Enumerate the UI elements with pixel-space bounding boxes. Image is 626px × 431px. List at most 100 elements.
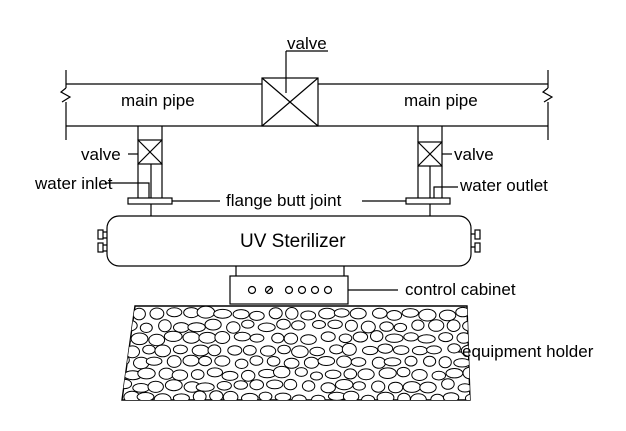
stone-pattern: [207, 344, 222, 357]
stone-pattern: [453, 358, 470, 368]
stone-pattern: [320, 331, 336, 343]
stone-pattern: [153, 393, 172, 400]
label-water-inlet: water inlet: [35, 174, 113, 193]
stone-pattern: [195, 382, 215, 392]
stone-pattern: [396, 366, 411, 378]
stone-pattern: [171, 369, 189, 381]
stone-pattern: [190, 369, 205, 380]
stone-pattern: [164, 379, 183, 392]
stone-pattern: [122, 319, 138, 332]
stone-pattern: [361, 394, 376, 400]
stone-pattern: [241, 369, 256, 382]
stone-pattern: [300, 334, 317, 345]
stone-pattern: [249, 310, 265, 321]
stone-pattern: [273, 365, 291, 379]
stone-pattern: [132, 307, 146, 321]
stone-pattern: [343, 368, 358, 380]
stone-pattern: [233, 380, 249, 390]
stone-pattern: [192, 390, 207, 400]
stone-pattern: [336, 355, 353, 368]
equipment-holder: [121, 305, 471, 401]
stone-pattern: [410, 393, 427, 400]
stone-pattern: [438, 309, 457, 322]
stone-pattern: [419, 381, 437, 394]
stone-pattern: [397, 392, 411, 400]
stone-pattern: [327, 391, 346, 400]
stone-pattern: [268, 307, 283, 320]
stone-pattern: [411, 369, 428, 381]
stone-pattern: [370, 330, 384, 343]
stone-pattern: [214, 355, 231, 367]
stone-pattern: [383, 357, 402, 367]
stone-pattern: [182, 354, 200, 367]
stone-pattern: [338, 333, 353, 344]
stone-pattern: [147, 380, 164, 393]
stone-pattern: [349, 307, 367, 320]
stone-pattern: [376, 391, 395, 400]
stone-pattern: [172, 393, 190, 400]
stone-pattern: [388, 381, 404, 394]
stone-pattern: [377, 343, 394, 354]
stone-pattern: [320, 382, 336, 394]
stone-pattern: [249, 355, 264, 366]
label-water-outlet: water outlet: [460, 176, 548, 195]
left-vertical-pipe: [128, 126, 163, 218]
stone-pattern: [462, 320, 470, 332]
stone-pattern: [158, 367, 175, 380]
stone-pattern: [447, 343, 461, 354]
stone-pattern: [438, 332, 454, 343]
uv-sterilizer-body: [97, 215, 481, 267]
stone-pattern: [260, 345, 277, 357]
stone-pattern: [283, 332, 299, 345]
right-flange: [362, 197, 451, 205]
stone-pattern: [122, 334, 132, 346]
stone-pattern: [401, 308, 419, 318]
stone-pattern: [342, 390, 360, 400]
label-equipment-holder: equipment holder: [462, 342, 594, 361]
stone-pattern: [221, 370, 239, 381]
stone-pattern: [249, 379, 265, 391]
stone-pattern: [226, 321, 241, 334]
label-main-pipe-right: main pipe: [404, 91, 478, 110]
stone-pattern: [460, 344, 470, 357]
water-outlet-leader: [433, 186, 458, 200]
stone-pattern: [430, 393, 445, 400]
stone-pattern: [283, 378, 298, 391]
stone-pattern: [327, 319, 343, 329]
stone-pattern: [234, 358, 249, 369]
stone-pattern: [311, 394, 326, 400]
stone-pattern: [411, 345, 428, 356]
stone-pattern: [142, 344, 156, 355]
stone-pattern: [158, 319, 172, 333]
stone-pattern: [148, 333, 166, 347]
stone-pattern: [423, 355, 437, 367]
stone-pattern: [209, 390, 224, 400]
stone-pattern: [222, 390, 239, 400]
stone-pattern: [266, 379, 284, 390]
label-main-pipe-left: main pipe: [121, 91, 195, 110]
stone-pattern: [198, 331, 217, 344]
stone-pattern: [122, 378, 133, 390]
label-valve-top: valve: [287, 34, 327, 53]
stone-pattern: [371, 356, 386, 369]
stone-pattern: [309, 346, 326, 357]
stone-pattern: [227, 345, 243, 356]
left-flange: [127, 197, 220, 205]
stone-pattern: [291, 345, 309, 359]
stone-pattern: [393, 345, 410, 356]
stone-pattern: [360, 320, 376, 334]
right-vertical-pipe: [417, 126, 452, 218]
stone-pattern: [352, 381, 366, 391]
stone-pattern: [285, 307, 299, 320]
stone-pattern: [441, 378, 455, 390]
water-inlet-leader: [105, 182, 150, 200]
stone-pattern: [324, 369, 342, 379]
stone-pattern: [274, 392, 292, 400]
stone-pattern: [172, 344, 188, 355]
stone-pattern: [417, 334, 436, 344]
stone-pattern: [166, 307, 183, 318]
stone-pattern: [442, 392, 460, 400]
stone-pattern: [277, 344, 291, 355]
stone-pattern: [276, 318, 291, 330]
